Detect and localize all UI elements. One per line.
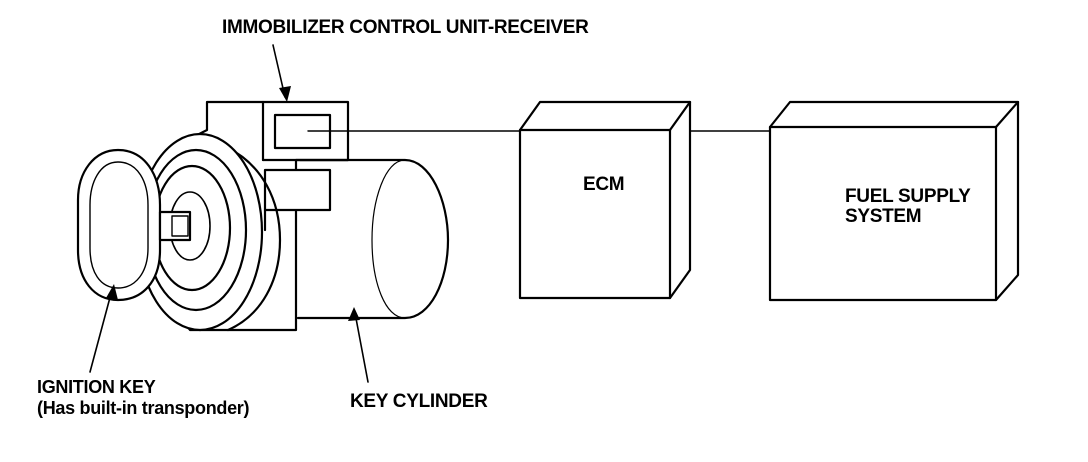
ecm-label: ECM: [583, 174, 625, 195]
fuel-supply-label-line1: FUEL SUPPLY: [845, 186, 971, 207]
ignition-key-leader: [89, 289, 113, 373]
key-cylinder: [296, 158, 450, 320]
fuel-supply-label-line2: SYSTEM: [845, 206, 922, 227]
ecm-box: [518, 100, 692, 300]
key-cylinder-label: KEY CYLINDER: [350, 391, 488, 412]
ignition-key-label-line2: (Has built-in transponder): [37, 398, 250, 418]
key-cylinder-leader: [354, 312, 369, 383]
fuel-supply-box: [768, 100, 1020, 302]
immobilizer-unit-receiver: [263, 113, 332, 232]
immobilizer-unit-label: IMMOBILIZER CONTROL UNIT-RECEIVER: [222, 17, 589, 38]
immobilizer-arrowhead: [279, 86, 291, 102]
ignition-key-label-line1: IGNITION KEY: [37, 377, 156, 397]
ignition-key-arrowhead: [106, 284, 118, 300]
ignition-key: [76, 148, 192, 302]
key-cylinder-arrowhead: [348, 307, 360, 321]
